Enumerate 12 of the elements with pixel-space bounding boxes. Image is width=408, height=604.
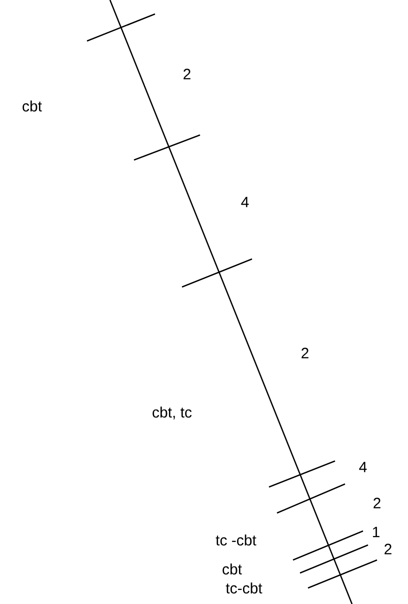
map-label: tc-cbt xyxy=(226,582,262,594)
map-label: cbt xyxy=(222,564,242,574)
map-label: 4 xyxy=(241,196,249,208)
map-label: tc -cbt xyxy=(216,534,256,546)
map-label: cbt, tc xyxy=(152,406,192,420)
map-label: 2 xyxy=(302,348,308,358)
map-label: 4 xyxy=(359,462,367,472)
map-label: 2 xyxy=(184,68,190,80)
map-label: 2 xyxy=(384,544,392,554)
map-label: 1 xyxy=(372,526,380,538)
map-label: 2 xyxy=(374,498,380,508)
map-label: cbt xyxy=(22,100,42,112)
